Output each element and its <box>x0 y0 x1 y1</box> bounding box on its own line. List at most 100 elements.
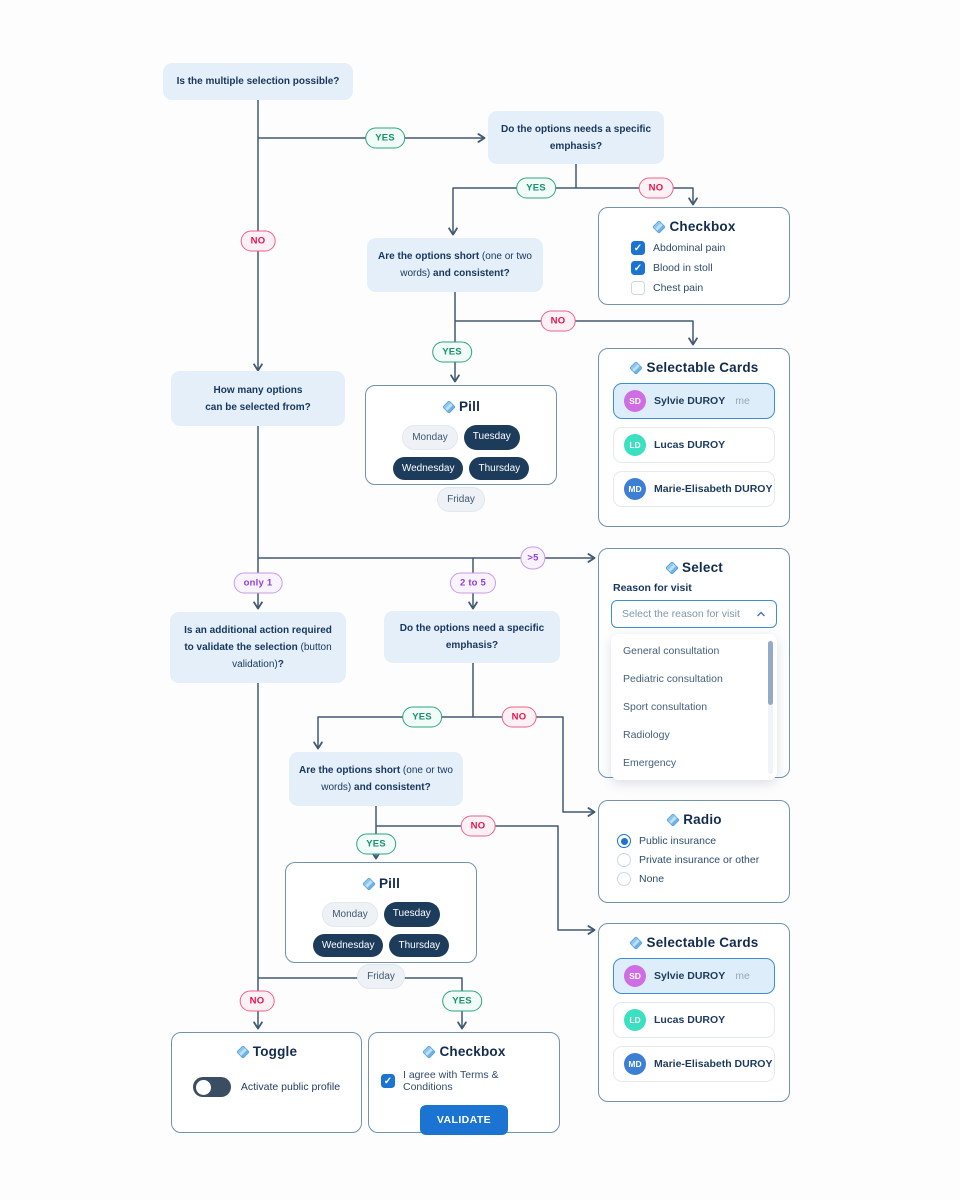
select-dropdown: General consultation Pediatric consultat… <box>611 634 777 780</box>
component-title-row: Selectable Cards <box>611 360 777 375</box>
scrollbar-thumb[interactable] <box>768 641 773 705</box>
pill-friday[interactable]: Friday <box>437 487 485 512</box>
question-emphasis-second: Do the options need a specific emphasis? <box>384 611 560 663</box>
component-title: Selectable Cards <box>646 360 759 375</box>
select-label: Reason for visit <box>613 582 692 594</box>
badge-yes: YES <box>402 706 442 728</box>
component-selectable-cards-1: Selectable Cards SD Sylvie DUROY me LD L… <box>598 348 790 527</box>
checkbox-label: I agree with Terms & Conditions <box>403 1069 499 1093</box>
component-title-row: Checkbox <box>611 219 777 234</box>
gem-icon <box>665 561 679 574</box>
card-name: Lucas DUROY <box>654 1014 726 1026</box>
gem-icon <box>362 877 376 890</box>
badge-no: NO <box>460 815 496 837</box>
checkbox-item[interactable]: ✓ I agree with Terms & Conditions <box>381 1069 547 1093</box>
component-title: Checkbox <box>439 1044 506 1059</box>
radio-unselected-icon[interactable] <box>617 853 631 867</box>
pill-thursday[interactable]: Thursday <box>469 457 530 480</box>
question-text-regular: (one or two words) <box>321 765 453 793</box>
component-title: Pill <box>378 876 401 891</box>
pill-tuesday[interactable]: Tuesday <box>463 425 520 450</box>
pill-group: Monday Tuesday Wednesday Thursday Friday <box>374 421 548 512</box>
component-title: Checkbox <box>669 219 736 234</box>
selectable-card-lucas[interactable]: LD Lucas DUROY <box>613 427 775 463</box>
component-toggle: Toggle Activate public profile <box>171 1032 362 1133</box>
card-name: Sylvie DUROY <box>654 395 726 407</box>
selectable-card-sylvie[interactable]: SD Sylvie DUROY me <box>613 383 775 419</box>
selectable-card-sylvie[interactable]: SD Sylvie DUROY me <box>613 958 775 994</box>
radio-unselected-icon[interactable] <box>617 872 631 886</box>
badge-no: NO <box>239 990 275 1012</box>
radio-label: None <box>639 873 665 885</box>
selectable-card-marie[interactable]: MD Marie-Elisabeth DUROY <box>613 471 775 507</box>
component-title: Selectable Cards <box>646 935 759 950</box>
component-title-row: Selectable Cards <box>611 935 777 950</box>
scrollbar-track[interactable] <box>768 640 773 774</box>
check-icon: ✓ <box>383 1075 393 1087</box>
toggle-switch[interactable] <box>192 1077 231 1097</box>
selectable-card-marie[interactable]: MD Marie-Elisabeth DUROY <box>613 1046 775 1082</box>
select-option[interactable]: General consultation <box>623 645 720 657</box>
pill-monday[interactable]: Monday <box>402 425 458 450</box>
checkbox-item[interactable]: ✓ Blood in stoll <box>631 261 777 275</box>
avatar: SD <box>624 390 646 412</box>
avatar: SD <box>624 965 646 987</box>
card-name: Lucas DUROY <box>654 439 726 451</box>
pill-wednesday[interactable]: Wednesday <box>392 457 464 480</box>
component-title: Pill <box>458 399 481 414</box>
select-option[interactable]: Pediatric consultation <box>623 673 723 685</box>
badge-yes: YES <box>432 341 472 363</box>
badge-yes: YES <box>516 177 556 199</box>
question-text: Is the multiple selection possible? <box>176 76 340 87</box>
radio-label: Private insurance or other <box>639 854 760 866</box>
question-line-1: How many options <box>213 384 303 396</box>
checkbox-checked-icon[interactable]: ✓ <box>631 261 645 275</box>
pill-tuesday[interactable]: Tuesday <box>383 902 440 927</box>
toggle-row: Activate public profile <box>184 1077 349 1097</box>
validate-button[interactable]: VALIDATE <box>419 1105 509 1135</box>
select-option[interactable]: Sport consultation <box>623 701 708 713</box>
checkbox-checked-icon[interactable]: ✓ <box>631 241 645 255</box>
selectable-card-lucas[interactable]: LD Lucas DUROY <box>613 1002 775 1038</box>
pill-monday[interactable]: Monday <box>322 902 378 927</box>
radio-item[interactable]: Public insurance <box>617 834 777 848</box>
pill-wednesday[interactable]: Wednesday <box>312 934 384 957</box>
select-input[interactable]: Select the reason for visit <box>611 600 777 628</box>
gem-icon <box>667 813 680 826</box>
component-title: Select <box>682 560 723 575</box>
gem-icon <box>630 361 643 374</box>
question-text-bold: Is an additional action required to vali… <box>184 625 332 653</box>
gem-icon <box>423 1045 436 1058</box>
select-option[interactable]: Radiology <box>623 729 670 741</box>
badge-no: NO <box>540 310 576 332</box>
component-title-row: Toggle <box>184 1044 349 1059</box>
checkbox-checked-icon[interactable]: ✓ <box>381 1074 395 1088</box>
badge-no: NO <box>501 706 537 728</box>
select-option[interactable]: Emergency <box>623 757 677 769</box>
badge-no: NO <box>638 177 674 199</box>
avatar: LD <box>624 1009 646 1031</box>
radio-item[interactable]: Private insurance or other <box>617 853 777 867</box>
question-multiple-selection: Is the multiple selection possible? <box>163 63 353 100</box>
checkbox-item[interactable]: ✓ Abdominal pain <box>631 241 777 255</box>
radio-selected-icon[interactable] <box>617 834 631 848</box>
radio-item[interactable]: None <box>617 872 777 886</box>
question-text-regular: (button validation) <box>232 642 332 670</box>
question-text-bold: and consistent? <box>354 782 431 793</box>
card-name: Marie-Elisabeth DUROY <box>654 1058 773 1070</box>
component-title: Radio <box>683 812 722 827</box>
question-text-bold: ? <box>277 659 284 670</box>
component-title-row: Pill <box>294 876 468 891</box>
chevron-up-icon <box>757 611 765 617</box>
checkbox-unchecked-icon[interactable] <box>631 281 645 295</box>
gem-icon <box>236 1045 249 1058</box>
badge-yes: YES <box>365 127 405 149</box>
checkbox-item[interactable]: Chest pain <box>631 281 777 295</box>
gem-icon <box>653 220 666 233</box>
component-pill-1: Pill Monday Tuesday Wednesday Thursday F… <box>365 385 557 512</box>
component-title-row: Select <box>611 560 777 575</box>
pill-friday[interactable]: Friday <box>357 964 405 989</box>
pill-thursday[interactable]: Thursday <box>389 934 450 957</box>
question-emphasis-first: Do the options needs a specific emphasis… <box>488 111 664 164</box>
